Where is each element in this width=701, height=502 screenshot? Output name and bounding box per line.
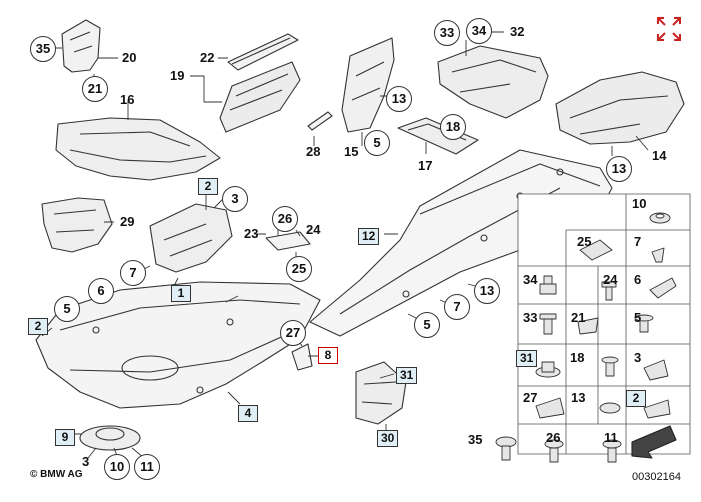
grid-thumbnails [495, 212, 677, 463]
callout-25: 25 [286, 256, 312, 282]
callout-30: 30 [377, 430, 399, 447]
callout-33: 33 [523, 310, 538, 325]
callout-27: 27 [523, 390, 538, 405]
callout-7: 7 [634, 234, 642, 249]
callout-32: 32 [510, 24, 525, 39]
part-8-link [291, 343, 313, 371]
callout-3: 3 [222, 186, 248, 212]
callout-34: 34 [523, 272, 538, 287]
callout-14: 14 [652, 148, 667, 163]
callout-34: 34 [466, 18, 492, 44]
callout-25: 25 [577, 234, 592, 249]
part-1-bracket [149, 203, 233, 273]
callout-2: 2 [626, 390, 646, 407]
callout-31: 31 [516, 350, 538, 367]
part-15-plate [341, 37, 395, 133]
expand-icon[interactable] [656, 16, 682, 42]
part-28-pin [307, 111, 333, 131]
callout-17: 17 [418, 158, 433, 173]
callout-20: 20 [122, 50, 137, 65]
callout-5: 5 [634, 310, 642, 325]
part-19-duct [219, 61, 301, 133]
callout-1: 1 [171, 285, 191, 302]
diagram-code: 00302164 [632, 471, 681, 483]
callout-13: 13 [386, 86, 412, 112]
callout-28: 28 [306, 144, 321, 159]
callout-21: 21 [82, 76, 108, 102]
callout-10: 10 [104, 454, 130, 480]
part-17-plate [397, 117, 479, 155]
callout-21: 21 [571, 310, 586, 325]
callout-33: 33 [434, 20, 460, 46]
callout-2: 2 [28, 318, 48, 335]
callout-31: 31 [396, 367, 418, 384]
copyright-text: © BMW AG [30, 469, 83, 480]
part-16-shield [55, 117, 221, 181]
callout-24: 24 [306, 222, 321, 237]
callout-5: 5 [414, 312, 440, 338]
callout-22: 22 [200, 50, 215, 65]
part-23-clip [265, 231, 311, 251]
callout-35: 35 [30, 36, 56, 62]
part-4-underbody [35, 281, 321, 409]
grid-arrow-icon [631, 425, 677, 459]
callout-3: 3 [82, 454, 90, 469]
part-22-seal [227, 33, 299, 71]
callout-19: 19 [170, 68, 185, 83]
callout-3: 3 [634, 350, 642, 365]
callout-18: 18 [440, 114, 466, 140]
part-30-bracket [355, 361, 407, 425]
callout-4: 4 [238, 405, 258, 422]
callout-7: 7 [120, 260, 146, 286]
callout-26: 26 [546, 430, 561, 445]
callout-35: 35 [468, 432, 483, 447]
part-14-shield [555, 71, 685, 145]
callout-18: 18 [570, 350, 585, 365]
callout-13: 13 [606, 156, 632, 182]
callout-12: 12 [358, 228, 380, 245]
callout-6: 6 [88, 278, 114, 304]
callout-8: 8 [318, 347, 338, 364]
callout-13: 13 [571, 390, 586, 405]
callout-11: 11 [604, 430, 618, 445]
callout-9: 9 [55, 429, 75, 446]
callout-27: 27 [280, 320, 306, 346]
callout-7: 7 [444, 294, 470, 320]
part-29-duct [41, 197, 113, 253]
callout-5: 5 [54, 296, 80, 322]
callout-26: 26 [272, 206, 298, 232]
callout-23: 23 [244, 226, 259, 241]
callout-29: 29 [120, 214, 135, 229]
callout-10: 10 [632, 196, 647, 211]
callout-11: 11 [134, 454, 160, 480]
callout-2: 2 [198, 178, 218, 195]
callout-5: 5 [364, 130, 390, 156]
callout-15: 15 [344, 144, 359, 159]
callout-24: 24 [603, 272, 618, 287]
callout-6: 6 [634, 272, 642, 287]
callout-16: 16 [120, 92, 135, 107]
part-32-cover [437, 45, 549, 119]
part-9-mount [79, 425, 141, 451]
callout-13: 13 [474, 278, 500, 304]
part-35-bracket [61, 19, 101, 73]
